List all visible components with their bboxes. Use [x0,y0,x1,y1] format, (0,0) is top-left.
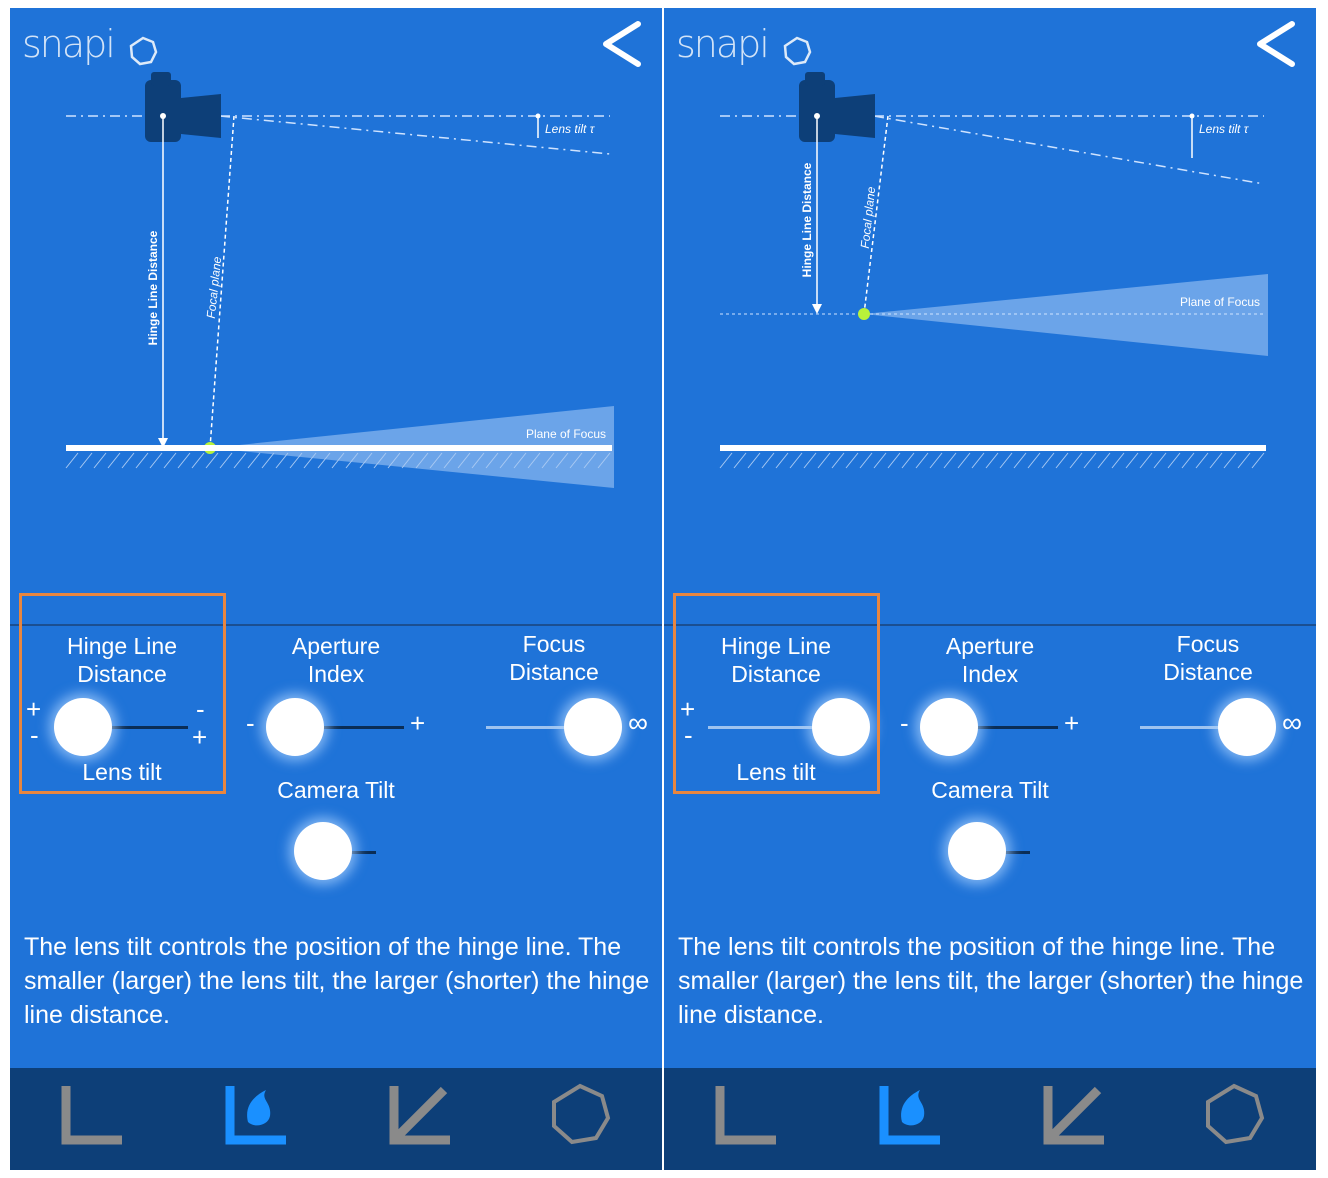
heptagon-icon[interactable] [1194,1076,1274,1156]
hinge-slider-track-right[interactable] [83,726,188,729]
chevron-left-icon[interactable] [596,16,644,72]
plane-of-focus-label: Plane of Focus [526,427,606,441]
tilt-diagram: Lens tilt τ Hinge Line Distance Focal plan… [10,68,662,538]
hinge-plus-left: + [680,694,696,724]
diagonal-arrow-icon[interactable] [378,1076,458,1156]
hinge-plus-right: + [192,722,208,752]
focus-slider-track[interactable] [1140,726,1250,729]
camera-tilt-label: Camera Tilt [931,777,1049,803]
aperture-title-line1: Aperture [291,633,381,659]
aperture-title-line2: Index [307,661,365,687]
aperture-title-line1: Aperture [945,633,1035,659]
focus-title-line1: Focus [522,631,586,657]
circle-ring-icon [782,36,812,66]
aperture-slider-track[interactable] [294,726,404,729]
hinge-title-line2: Distance [731,661,821,687]
chevron-left-icon[interactable] [1250,16,1298,72]
infinity-label: ∞ [1282,707,1302,738]
camera-tilt-knob[interactable] [948,822,1006,880]
lens-tilt-label: Lens tilt τ [1199,122,1250,136]
logo-text: snapi [676,22,770,66]
aperture-slider-track[interactable] [948,726,1058,729]
hinge-title-line2: Distance [77,661,167,687]
flame-angle-icon[interactable] [214,1076,294,1156]
focus-point [858,308,870,320]
plane-of-focus-wedge [864,274,1268,356]
aperture-plus: + [1064,708,1080,738]
app-logo: snapi [676,22,816,66]
hinge-minus-left: - [30,720,39,750]
focus-slider-track[interactable] [486,726,596,729]
ground-line [66,445,612,451]
focal-plane-label: Focal plane [858,186,878,249]
focus-title-line1: Focus [1176,631,1240,657]
circle-ring-icon [128,36,158,66]
ground-line [720,445,1266,451]
logo-text: snapi [22,22,116,66]
tilt-diagram: Lens tilt τ Hinge Line Distance Focal plan… [664,68,1316,538]
lens-tilt-label: Lens tilt τ [545,122,596,136]
plane-of-focus-label: Plane of Focus [1180,295,1260,309]
hinge-plus-left: + [26,694,42,724]
hinge-line-distance-label: Hinge Line Distance [146,230,160,345]
aperture-slider-knob[interactable] [266,698,324,756]
tab-bar [10,1068,662,1170]
hinge-minus-left: - [684,720,693,750]
camera-icon [145,72,221,142]
focal-plane-label: Focal plane [204,256,224,319]
hinge-slider-knob[interactable] [812,698,870,756]
diagonal-arrow-icon[interactable] [1032,1076,1112,1156]
tab-bar [664,1068,1316,1170]
heptagon-icon[interactable] [540,1076,620,1156]
divider [10,624,662,626]
hinge-minus-right: - [196,694,205,724]
camera-tilt-track[interactable] [998,851,1030,854]
hinge-slider-knob[interactable] [54,698,112,756]
aperture-plus: + [410,708,426,738]
right-angle-icon[interactable] [50,1076,130,1156]
app-logo: snapi [22,22,162,66]
aperture-minus: - [246,708,255,738]
aperture-minus: - [900,708,909,738]
camera-tilt-track[interactable] [344,851,376,854]
camera-tilt-label: Camera Tilt [277,777,395,803]
flame-angle-icon[interactable] [868,1076,948,1156]
highlight-box [19,593,226,794]
explanation-text: The lens tilt controls the position of t… [678,933,1304,1029]
aperture-slider-knob[interactable] [920,698,978,756]
focus-slider-knob[interactable] [564,698,622,756]
lens-tilt-sublabel: Lens tilt [82,759,162,785]
focus-title-line2: Distance [1163,659,1253,685]
hinge-title-line1: Hinge Line [721,633,831,659]
lens-tilt-sublabel: Lens tilt [736,759,816,785]
divider [664,624,1316,626]
hinge-slider-track-left[interactable] [708,726,841,729]
aperture-title-line2: Index [961,661,1019,687]
highlight-box [673,593,880,794]
camera-icon [799,72,875,142]
camera-tilt-knob[interactable] [294,822,352,880]
focus-slider-knob[interactable] [1218,698,1276,756]
hinge-title-line1: Hinge Line [67,633,177,659]
hinge-line-distance-label: Hinge Line Distance [800,162,814,277]
explanation-text: The lens tilt controls the position of t… [24,933,650,1029]
infinity-label: ∞ [628,707,648,738]
focus-title-line2: Distance [509,659,599,685]
right-angle-icon[interactable] [704,1076,784,1156]
